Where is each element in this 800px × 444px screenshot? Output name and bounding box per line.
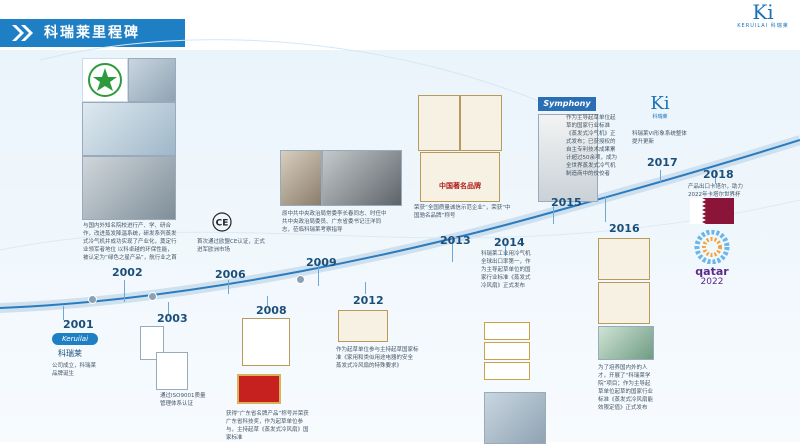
iso-certificate xyxy=(140,326,164,360)
standard-plaque-1 xyxy=(484,322,530,340)
year-2009: 2009 xyxy=(306,256,337,269)
quality-certificate-2 xyxy=(460,95,502,151)
standard-unit-certificate-1 xyxy=(598,238,650,280)
connector-2003 xyxy=(168,302,169,316)
connector-2018 xyxy=(715,170,716,184)
text-2012: 作为起草单位参与主持起草国家标准《家用和类似用途电器的安全 蒸发式冷风扇的特殊要… xyxy=(336,347,419,369)
year-2003: 2003 xyxy=(157,312,188,325)
standard-plaque-2 xyxy=(484,342,530,360)
connector-2015 xyxy=(553,206,554,224)
china-famous-brand-certificate: 中国著名品牌 xyxy=(420,152,500,202)
timeline-dot xyxy=(296,275,305,284)
ki-mark: Ki xyxy=(650,93,670,114)
standard-plaque-3 xyxy=(484,362,530,380)
photo-export xyxy=(484,392,546,444)
photo-production-line xyxy=(82,156,176,220)
svg-text:CE: CE xyxy=(216,219,229,229)
photo-visit-2 xyxy=(322,150,402,206)
year-2006: 2006 xyxy=(215,268,246,281)
logo-mark: Ki xyxy=(752,0,774,24)
qatar-flag-icon xyxy=(690,198,734,224)
year-2017: 2017 xyxy=(647,156,678,169)
connector-2014 xyxy=(505,244,506,256)
event-name: qatar xyxy=(695,265,729,278)
page-title: 科瑞莱里程碑 xyxy=(44,25,140,41)
keruilai-brand-logo: Keruilai xyxy=(52,333,98,345)
connector-2002 xyxy=(124,280,125,302)
text-2002: 与国内外知名院校进行产、学、研合作，改进蒸发降温系统，研发系列蒸发式冷气机并成功… xyxy=(83,223,177,261)
logo-subtitle: KERUILAI 科瑞莱 xyxy=(737,23,789,29)
text-2018: 产品出口卡塔尔，助力2022年卡塔尔世界杯 xyxy=(688,184,744,198)
symphony-logo: Symphony xyxy=(538,97,596,111)
connector-2016 xyxy=(605,196,606,222)
text-2006: 首次通过欧盟CE认证，正式进军欧洲市场 xyxy=(197,239,265,253)
world-cup-emblem-icon xyxy=(694,230,730,264)
connector-2009 xyxy=(318,262,319,286)
brand-cn: 科瑞莱 xyxy=(58,349,82,358)
year-2008: 2008 xyxy=(256,304,287,317)
quality-certificate-1 xyxy=(418,95,460,151)
ki-sub: 科瑞莱 xyxy=(652,114,668,120)
year-2016: 2016 xyxy=(609,222,640,235)
year-2002: 2002 xyxy=(112,266,143,279)
green-star-emblem xyxy=(82,58,128,102)
connector-2013 xyxy=(452,240,453,262)
timeline-dot xyxy=(148,292,157,301)
chevrons-icon xyxy=(12,25,33,41)
photo-factory xyxy=(82,102,176,156)
connector-2001 xyxy=(63,306,64,320)
text-2015: 作为主导起草单位起草的国家行业标准《蒸发式冷气机》正式发布；已获授权的自主专利技… xyxy=(566,115,617,177)
photo-symphony-product xyxy=(538,114,598,202)
photo-lab xyxy=(128,58,176,102)
text-2016: 为了培养国内外的人才，开展了“科瑞莱学院”项目；作为主导起草单位起草的国家行业标… xyxy=(598,365,654,411)
text-2009: 原中共中央政治局常委李长春同志、时任中共中央政治局委员、广东省委书记汪洋同志，莅… xyxy=(282,211,387,233)
text-2008: 获得“广东省名牌产品”称号并荣获广东省科技奖，作为起草单位参与，主持起草《蒸发式… xyxy=(226,411,309,441)
year-2013: 2013 xyxy=(440,234,471,247)
award-title: 中国著名品牌 xyxy=(439,182,481,190)
standard-unit-certificate-2 xyxy=(598,282,650,324)
text-2017: 科瑞莱VI形象系统整体提升更新 xyxy=(632,131,687,145)
text-2003: 通过ISO9001质量管理体系认证 xyxy=(160,393,206,407)
year-2015: 2015 xyxy=(551,196,582,209)
event-year: 2022 xyxy=(700,277,724,287)
company-logo: Ki KERUILAI 科瑞莱 xyxy=(733,2,793,42)
red-award-plaque xyxy=(237,374,281,404)
photo-academy xyxy=(598,326,654,360)
year-2012: 2012 xyxy=(353,294,384,307)
year-2014: 2014 xyxy=(494,236,525,249)
timeline-dot xyxy=(88,295,97,304)
year-2001: 2001 xyxy=(63,318,94,331)
iso-certificate-2 xyxy=(156,352,188,390)
text-2001: 公司成立，科瑞莱品牌诞生 xyxy=(52,363,97,377)
guangdong-brand-certificate xyxy=(242,318,290,366)
text-2013: 荣获“全国质量诚信示范企业”，荣获“中国驰名品牌”称号 xyxy=(414,205,511,219)
year-2018: 2018 xyxy=(703,168,734,181)
connector-2012 xyxy=(365,282,366,294)
connector-2017 xyxy=(660,170,661,182)
national-standard-certificate xyxy=(338,310,388,342)
text-2014: 科瑞莱工业用冷气机全球出口率第一，作为主导起草单位的国家行业标准《蒸发式冷风扇》… xyxy=(481,251,531,289)
photo-visit-1 xyxy=(280,150,322,206)
ce-mark-icon: CE xyxy=(212,212,232,232)
connector-2006 xyxy=(228,280,229,294)
green-star-icon xyxy=(88,63,122,97)
ki-logo: Ki 科瑞莱 xyxy=(640,95,680,123)
connector-2008 xyxy=(267,296,268,306)
